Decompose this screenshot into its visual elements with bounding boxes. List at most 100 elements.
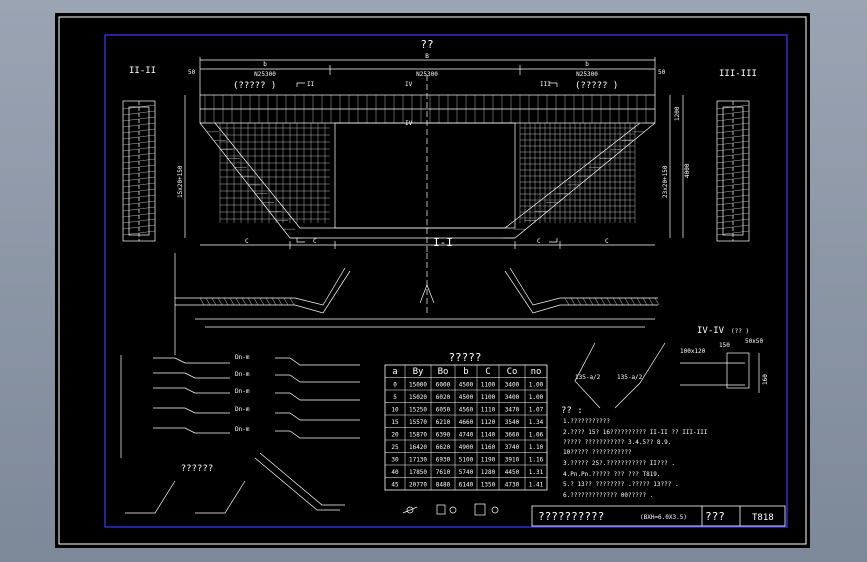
section-tie (716, 104, 750, 110)
table-cell: 3400 (505, 381, 520, 388)
bottom-left-label: ?????? (181, 464, 214, 474)
table-cell: 1100 (481, 381, 496, 388)
bend-angle-right: 135-a/2 (617, 374, 643, 381)
plan-reinforcement-mesh (200, 95, 655, 239)
hatch-line (570, 297, 576, 306)
table-cell: 3660 (505, 431, 520, 438)
table-cell: 15870 (409, 431, 427, 438)
section-i-i[interactable] (174, 253, 658, 355)
table-cell: 45 (391, 481, 399, 488)
section-tie (716, 182, 750, 188)
table-cell: 1.06 (529, 431, 544, 438)
section-tie (122, 164, 156, 170)
table-cell: 4730 (505, 481, 520, 488)
hatch-line (217, 297, 223, 306)
table-header-cell: Bo (438, 367, 449, 377)
legend-symbols (402, 503, 499, 516)
section-tie (122, 188, 156, 194)
table-cell: 6000 (436, 381, 451, 388)
table-cell: 3910 (505, 456, 520, 463)
iv-section-label: IV-IV (697, 326, 725, 336)
table-cell: 1.00 (529, 381, 544, 388)
table-cell: 3740 (505, 444, 520, 451)
section-tie (716, 224, 750, 230)
section-tie (122, 134, 156, 140)
plan-cut-iv: IV (405, 81, 413, 88)
table-cell: 15570 (409, 419, 427, 426)
table-cell: 6020 (436, 394, 451, 401)
section-tie (122, 224, 156, 230)
hatch-line (283, 297, 289, 306)
title-block-name: ?????????? (538, 510, 604, 523)
plan-bottom-mid-r: C (537, 238, 541, 245)
hatch-line (630, 297, 636, 306)
section-iii-label: III-III (719, 69, 757, 79)
iv-dim-4: 160 (762, 374, 769, 385)
plan-spacing-left: N25300 (254, 71, 276, 78)
section-i-hatch (199, 297, 660, 306)
plan-bottom-mid-l: C (313, 238, 317, 245)
section-ii-ii[interactable] (122, 100, 156, 242)
plan-cut-ii: II (307, 81, 315, 88)
section-tie (716, 152, 750, 158)
table-cell: 7610 (436, 469, 451, 476)
table-cell: 1.34 (529, 419, 544, 426)
table-cell: 4740 (459, 431, 474, 438)
notes-block: ?? : 1.??????????? 2.???? 15? 16????????… (561, 406, 708, 499)
hatch-line (612, 297, 618, 306)
section-tie (716, 158, 750, 164)
bent-bar-details[interactable] (125, 452, 345, 514)
hatch-line (199, 297, 205, 306)
table-cell: 1120 (481, 419, 496, 426)
hatch-line (624, 297, 630, 306)
section-tie (122, 218, 156, 224)
section-tie (716, 170, 750, 176)
plan-right-height2: 4000 (684, 163, 691, 178)
notes-line-5: 3.????? 25?.??????????? II??? . (563, 460, 675, 467)
table-title: ????? (448, 351, 481, 364)
bar-schedule-details[interactable] (120, 355, 360, 458)
hatch-line (606, 297, 612, 306)
section-tie (122, 110, 156, 116)
table-cell: 20 (391, 431, 399, 438)
notes-line-7: 5.? 13?? ???????? .????? 13??? . (563, 481, 679, 488)
section-tie (716, 212, 750, 218)
bar-label-3: Dn-m (235, 388, 250, 395)
table-cell: 30 (391, 456, 399, 463)
drawing-canvas[interactable]: ?? B b b N25300 N25300 N25300 50 50 (???… (55, 13, 810, 548)
table-cell: 6210 (436, 419, 451, 426)
hatch-line (642, 297, 648, 306)
table-cell: 17130 (409, 456, 427, 463)
table-cell: 15020 (409, 394, 427, 401)
table-cell: 3470 (505, 406, 520, 413)
hatch-line (223, 297, 229, 306)
hatch-line (229, 297, 235, 306)
table-cell: 10 (391, 406, 399, 413)
section-iii-iii[interactable] (716, 100, 750, 242)
table-header-cell: b (463, 367, 468, 377)
plan-right-caption: (????? ) (575, 81, 618, 91)
table-cell: 1190 (481, 456, 496, 463)
bend-angle-detail[interactable] (574, 342, 666, 409)
iv-section-note: (?? ) (731, 328, 749, 335)
plan-spacing-right: N25300 (576, 71, 598, 78)
section-ii-mesh (122, 104, 156, 236)
plan-bottom-left: C (245, 238, 249, 245)
table-cell: 15000 (409, 381, 427, 388)
drawing-viewport[interactable]: ?? B b b N25300 N25300 N25300 50 50 (???… (55, 13, 810, 548)
bar-label-4: Dn-m (235, 406, 250, 413)
notes-line-3: ????? ??????????? 3.4.5?? 8.9. (563, 439, 671, 446)
title-block[interactable] (531, 505, 786, 527)
section-tie (716, 194, 750, 200)
hatch-line (582, 297, 588, 306)
section-tie (716, 116, 750, 122)
hatch-line (654, 297, 660, 306)
table-cell: 4660 (459, 419, 474, 426)
table-cell: 6620 (436, 444, 451, 451)
section-iv-iv[interactable] (680, 352, 760, 393)
table-cell: 3400 (505, 394, 520, 401)
table-cell: 0 (393, 381, 397, 388)
section-tie (716, 206, 750, 212)
table-cell: 5 (393, 394, 397, 401)
